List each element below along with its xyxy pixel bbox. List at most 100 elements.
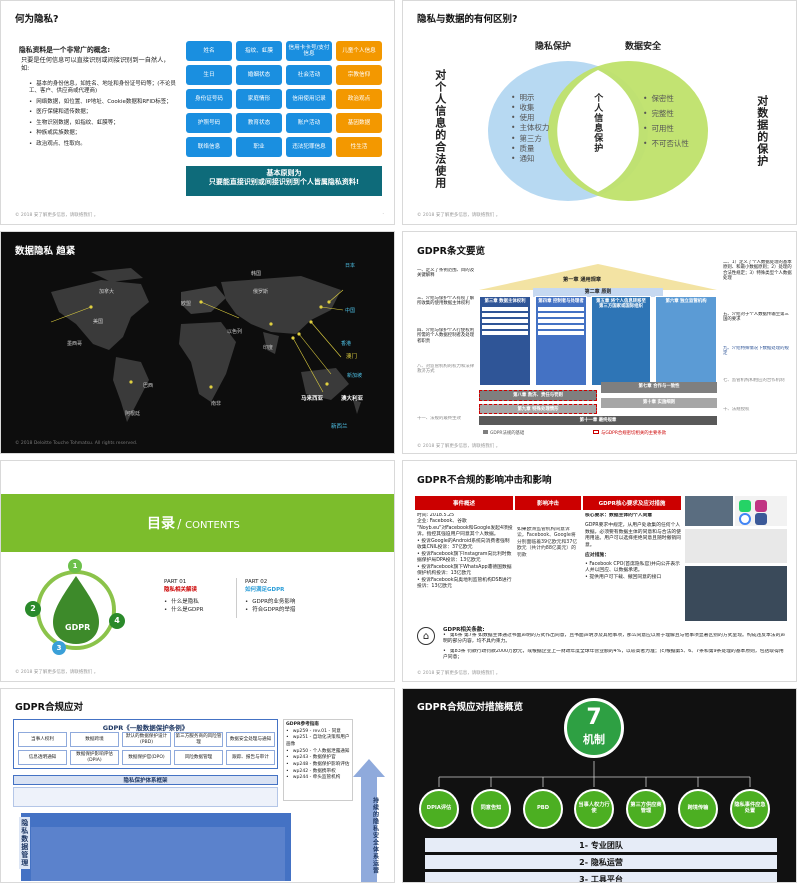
mechanism-node: 当事人权力行使 (574, 789, 614, 829)
mechanism-node: PBD (523, 789, 563, 829)
map-label-canada: 加拿大 (99, 289, 115, 295)
collage-article (685, 529, 787, 563)
part-02-title: 如何满足GDPR (245, 587, 285, 594)
map-label-hongkong: 香港 (341, 341, 352, 347)
privacy-data-tile: 政治观点 (336, 89, 382, 109)
map-label-usa: 美国 (93, 319, 104, 325)
instagram-icon (755, 500, 767, 512)
mechanism-node: 跨境传输 (678, 789, 718, 829)
framework-item: 数据跨境 (70, 732, 119, 747)
chapter-5: 第五章 将个人信息转移至第三方国家或国际组织 (591, 296, 651, 386)
item: 明示 (511, 93, 549, 103)
privacy-data-tile: 指纹、虹膜 (236, 41, 282, 61)
note-right-2: 五、介绍对于个人数据传输至第三国的要求 (723, 312, 789, 323)
guide-item: wp248 - 数据保护影响评估 (286, 762, 350, 769)
news-screenshot-collage (685, 496, 787, 621)
slide-gdpr-compliance: GDPR合规应对 GDPR《一般数据保护条例》 当事人权利数据跨境默认的数据保护… (0, 688, 395, 883)
part-01-title: 隐私相关解读 (164, 587, 198, 594)
map-label-china: 中国 (345, 308, 356, 314)
slide-title: GDPR条文要览 (417, 246, 485, 257)
guide-item: wp243 - 数据保护官 (286, 755, 350, 762)
ops-label: 持续的隐私安全体系运营 (371, 797, 379, 874)
part-02[interactable]: PART 02 如何满足GDPR GDPR的业务影响 符合GDPR的举措 (245, 578, 295, 614)
item: 完整性 (643, 106, 689, 121)
item: 收集 (511, 103, 549, 113)
item: 使用 (511, 113, 549, 123)
map-label-russia: 俄罗斯 (253, 289, 269, 295)
map-label-mexico: 墨西哥 (67, 341, 83, 347)
contents-dot-3: 3 (52, 641, 66, 655)
bullet: 种族或民族数据； (29, 130, 179, 137)
chapter-7: 第七章 合作与一致性 (601, 382, 717, 393)
part-02-item: 符合GDPR的举措 (245, 606, 295, 614)
slide-contents: 目录 / CONTENTS GDPR 1 2 3 4 PART 01 隐私相关解… (0, 460, 395, 682)
privacy-intro: 只要是任何信息可以直接识别或间接识别到一自然人，如: (21, 57, 170, 73)
chapter-9: 第九章 特殊处理情形 (479, 404, 597, 414)
gdpr-roof (479, 264, 717, 290)
item: 第三方 (511, 134, 549, 144)
footer: © 2018 安了解更多信息，请联络我们 。 (15, 213, 99, 218)
mechanism-node: 隐私事件应急处置 (730, 789, 770, 829)
item: 质量 (511, 144, 549, 154)
map-label-argentina: 阿根廷 (125, 411, 141, 417)
pillar-operations: 2- 隐私运营 (425, 855, 777, 869)
part-01-item: 什么是GDPR (164, 606, 203, 614)
privacy-data-tile: 职业 (236, 137, 282, 157)
slide-title: 数据隐私 趋紧 (15, 246, 76, 257)
banner-line-1: 基本原则为 (266, 169, 302, 177)
slide-title: 何为隐私? (15, 14, 59, 25)
side-right-label: 对数据的保护 (755, 95, 769, 167)
mechanism-circle: 7 机制 (564, 698, 624, 758)
part-02-label: PART 02 (245, 579, 268, 585)
chapter-8: 第八章 救济、责任与罚则 (479, 390, 597, 401)
note-left-5: 十一、法规的最终生效 (417, 416, 461, 421)
pillar-platform: 3- 工具平台 (425, 872, 777, 882)
item: 可用性 (643, 121, 689, 136)
slide-privacy-vs-data: 隐私与数据的有何区别? 隐私保护 数据安全 明示 收集 使用 主体权力 第三方 … (402, 0, 797, 225)
footer: © 2018 安了解更多信息，请联络我们 。 (417, 444, 501, 449)
center-label: 个人信息保护 (592, 93, 603, 153)
page-number: · (382, 211, 384, 217)
mechanism-node: 同意告知 (471, 789, 511, 829)
note-left-3: 四、介绍与保护个人行使权利所需的个人数据控制者及处理者职责 (417, 328, 475, 344)
chapter-10: 第十章 实施细则 (601, 398, 717, 408)
footer: © 2018 安了解更多信息，请联络我们 。 (15, 670, 99, 675)
green-band (1, 494, 394, 552)
part-01[interactable]: PART 01 隐私相关解读 什么是隐私 什么是GDPR (164, 578, 203, 614)
footer: © 2018 安了解更多信息，请联络我们 。 (417, 213, 501, 218)
collage-photo-1 (685, 496, 733, 526)
guide-panel: GDPR参考指南 wp259 - rev.01 - 同意 wp251 - 自动化… (283, 719, 353, 801)
note-left-1: 一、定义了条例范围、目的及关键解释 (417, 268, 475, 279)
contents-dot-2: 2 (25, 601, 41, 617)
item: 通知 (511, 154, 549, 164)
law-item-2: 第83条 罚款行政罚款2000万欧元，或根据企业上一财政年度全球年营业额的4%，… (443, 649, 788, 662)
map-label-singapore: 新加坡 (347, 373, 363, 379)
contents-title: 目录 / CONTENTS (147, 516, 240, 532)
map-label-malaysia: 马来西亚 (301, 396, 324, 402)
guide-item: wp251 - 自动化决策和用户画像 (286, 735, 350, 748)
title-cn: 目录 (147, 516, 175, 532)
bullet: 政治观点、性取向。 (29, 141, 179, 148)
cell-overview: 时间: 2018.5.25 企业: Facebook、谷歌 "Noyb.eu"对… (417, 513, 513, 590)
ops-arrow (353, 759, 385, 882)
facebook-icon (755, 513, 767, 525)
chapter-3: 第三章 数据主体权利 (479, 296, 531, 386)
bullet: 基本的身份信息，如姓名、地址和身份证号码等；(不论员工、客户、供应商或代理商) (29, 81, 179, 96)
privacy-data-tile: 基因数据 (336, 113, 382, 133)
framework-box: GDPR《一般数据保护条例》 当事人权利数据跨境默认的数据保护设计(PBD)第三… (13, 719, 278, 769)
framework-item: 信息透明通知 (18, 750, 67, 765)
part-01-label: PART 01 (164, 579, 187, 585)
slide-noncompliance-impact: GDPR不合规的影响冲击和影响 事件概述 影响冲击 GDPR核心要求及应对措施 … (402, 460, 797, 682)
privacy-data-tile: 账户活动 (286, 113, 332, 133)
chapter-4: 第四章 控制者与处理者 (535, 296, 587, 386)
map-label-newzealand: 新西兰 (331, 424, 348, 430)
privacy-data-tile: 违法犯罪信息 (286, 137, 332, 157)
footer: © 2018 安了解更多信息，请联络我们 。 (417, 671, 501, 676)
privacy-data-tile: 家庭情形 (236, 89, 282, 109)
world-map (50, 268, 361, 422)
item: 不可否认性 (643, 136, 689, 151)
note-right-3: 九、介绍特殊情况下数据处理的规定 (723, 346, 789, 357)
title-en: CONTENTS (185, 520, 240, 531)
legend-key: 与GDPR合规密切相关的主要条款 (593, 430, 666, 436)
privacy-data-tile: 护照号码 (186, 113, 232, 133)
